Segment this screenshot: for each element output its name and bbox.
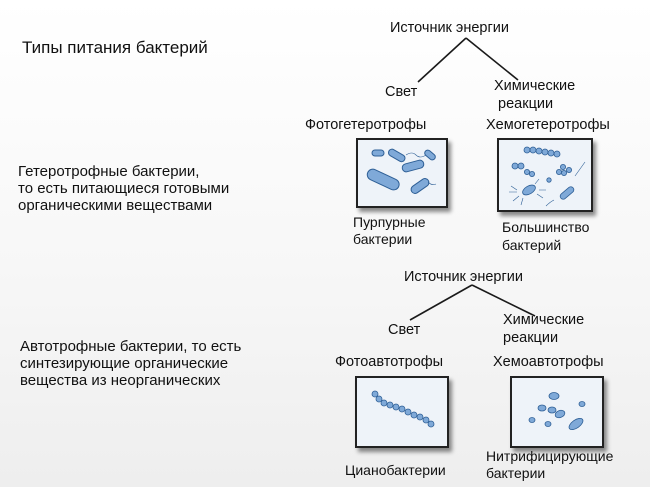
heterotrophic-description: Гетеротрофные бактерии, то есть питающие… [18, 163, 230, 214]
auto-chemical-label: Химические реакции [503, 312, 585, 346]
cyanobacteria-image [355, 376, 449, 448]
nitrifying-bacteria-image [510, 376, 604, 448]
photoheterotrophs-label: Фотогетеротрофы [305, 117, 427, 133]
auto-energy-source-label: Источник энергии [404, 269, 523, 285]
chemoheterotrophs-label: Хемогетеротрофы [486, 117, 610, 133]
page-title: Типы питания бактерий [22, 38, 208, 57]
cyanobacteria-caption: Цианобактерии [345, 462, 446, 478]
most-bacteria-image [497, 138, 593, 212]
purple-bacteria-caption: Пурпурные бактерии [353, 214, 426, 247]
photoautotrophs-label: Фотоавтотрофы [335, 354, 444, 370]
chemoautotrophs-label: Хемоавтотрофы [493, 354, 604, 370]
hetero-chemical-label: Химические реакции [494, 78, 576, 112]
most-bacteria-caption: Большинство бактерий [502, 219, 590, 253]
hetero-line-light [417, 37, 467, 83]
nitrifying-bacteria-caption: Нитрифицирующие бактерии [486, 448, 614, 481]
auto-line-chem [471, 284, 536, 317]
auto-light-label: Свет [388, 322, 421, 338]
auto-line-light [409, 284, 473, 321]
hetero-light-label: Свет [385, 84, 418, 100]
hetero-line-chem [465, 37, 519, 81]
autotrophic-description: Автотрофные бактерии, то есть синтезирую… [20, 338, 242, 389]
purple-bacteria-image [356, 138, 448, 208]
hetero-energy-source-label: Источник энергии [390, 20, 509, 36]
